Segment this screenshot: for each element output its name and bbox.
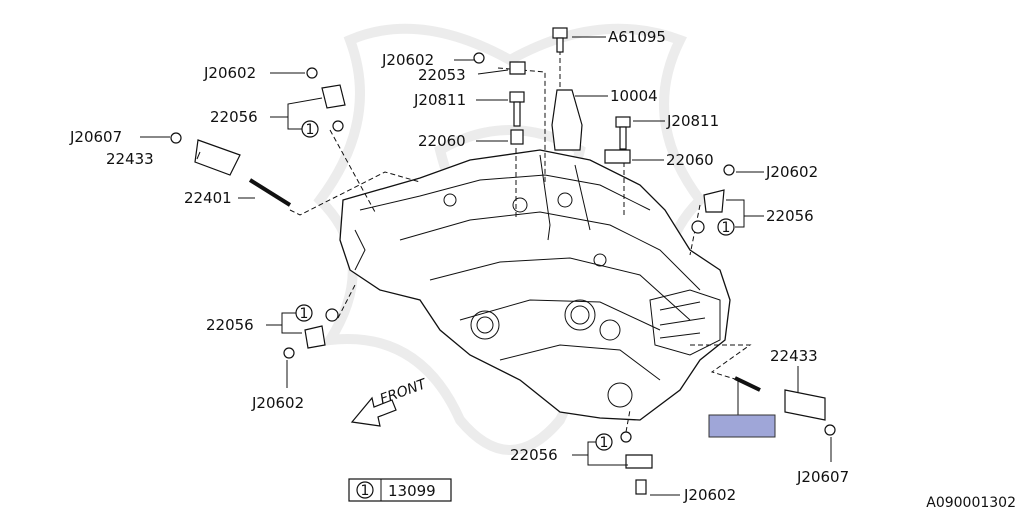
label-22433-left: 22433 [106,150,154,168]
sensor-22056-midleft-icon [304,325,326,349]
ignition-coil-22433-left-icon [194,139,241,176]
label-22056-left: 22056 [210,108,258,126]
stud-22060-left-icon [510,129,524,145]
circled-ref-midleft: 1 [295,304,313,322]
sensor-22056-bottom-icon [625,454,653,469]
ignition-coil-22433-right-icon [784,389,826,421]
spark-plug-22401-icon [248,178,292,207]
label-22060-left: 22060 [418,132,466,150]
label-j20602-top: J20602 [381,51,434,69]
bolt-a61095-shank-icon [556,37,564,53]
bolt-j20602-right-icon [723,164,735,176]
label-j20607-right: J20607 [796,468,849,486]
bolt-j20602-lowleft-icon [283,347,295,359]
svg-text:1: 1 [600,435,609,451]
bolt-j20607-left-icon [170,132,182,144]
bolt-j20811-right-shank-icon [619,126,627,150]
svg-text:1: 1 [722,220,731,236]
label-10004: 10004 [610,87,658,105]
bolt-j20602-left-icon [306,67,318,79]
label-22056-midleft: 22056 [206,316,254,334]
label-a61095: A61095 [608,28,666,46]
bolt-j20811-top-shank-icon [513,101,521,127]
bracket-10004-icon [551,89,583,151]
oring-22056-bottom-icon [620,431,632,443]
label-22053: 22053 [418,66,466,84]
label-j20602-lowleft: J20602 [251,394,304,412]
spark-plug-right-icon [734,376,761,392]
label-22401: 22401 [184,189,232,207]
sensor-22056-left-icon [321,84,346,109]
label-j20811-right: J20811 [666,112,719,130]
circled-ref-bottom: 1 [595,433,613,451]
bolt-j20602-bottom-icon [635,479,647,495]
front-label: FRONT [378,376,430,408]
cylinder-head [339,149,731,421]
label-22060-right: 22060 [666,151,714,169]
label-j20602-bottom: J20602 [683,486,736,504]
parts [170,27,836,495]
front-direction-indicator: FRONT [350,376,430,427]
stud-22060-right-icon [604,149,631,164]
label-22433-right: 22433 [770,347,818,365]
front-arrow-icon [350,396,397,427]
bolt-a61095-icon [552,27,568,39]
svg-text:1: 1 [300,306,309,322]
legend-part-number: 13099 [388,482,436,500]
circled-ref-left: 1 [301,120,319,138]
sensor-22056-right-icon [703,189,725,213]
circled-ref-right: 1 [717,218,735,236]
part-labels: A61095 J20602 22053 J20811 10004 22060 J… [69,28,849,504]
oring-22056-left-icon [332,120,344,132]
label-j20607-left: J20607 [69,128,122,146]
diagram-code: A090001302 [926,495,1016,511]
assembly-lines [289,50,752,433]
oring-22056-right-icon [691,220,705,234]
label-22056-right: 22056 [766,207,814,225]
bolt-j20607-right-icon [824,424,836,436]
bolt-j20811-top-icon [509,91,525,103]
leader-lines [140,36,832,496]
bolt-j20602-top-icon [473,52,485,64]
svg-text:1: 1 [306,122,315,138]
label-j20602-right: J20602 [765,163,818,181]
label-j20811-top: J20811 [413,91,466,109]
legend-symbol: 1 [361,483,370,499]
highlight-box [708,414,776,438]
label-j20602-left: J20602 [203,64,256,82]
circled-refs: 1 1 1 1 [295,120,735,451]
label-22056-bottom: 22056 [510,446,558,464]
oring-22056-midleft-icon [325,308,339,322]
legend-box: 1 13099 [348,478,452,502]
bolt-j20811-right-icon [615,116,631,128]
sensor-22053-icon [509,61,526,75]
